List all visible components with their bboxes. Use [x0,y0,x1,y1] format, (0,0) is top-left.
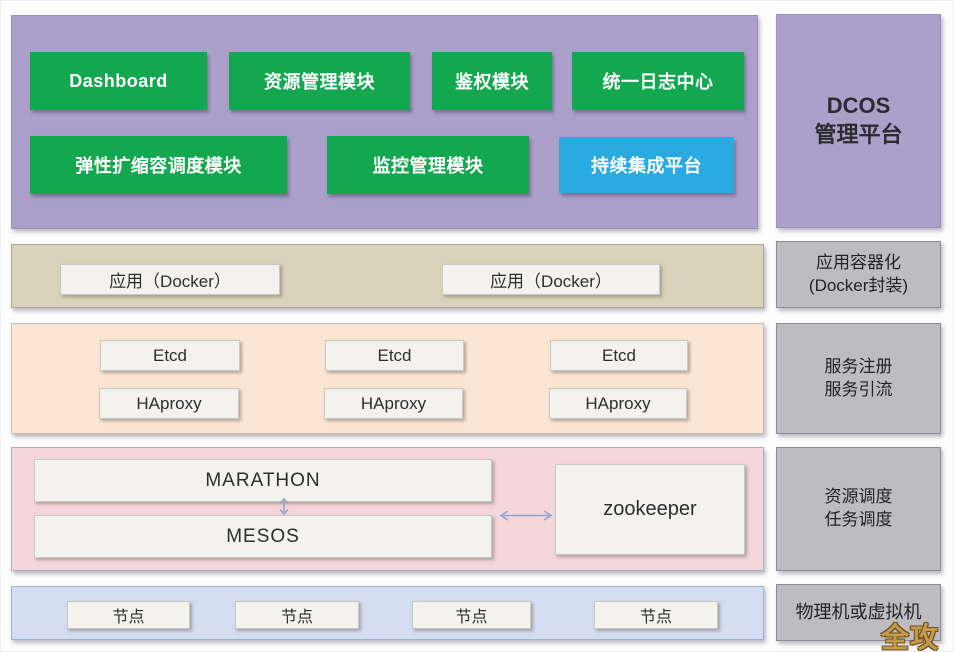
service-registry-layer: Etcd Etcd Etcd HAproxy HAproxy HAproxy [11,323,764,434]
docker-app-box-1: 应用（Docker） [60,264,280,295]
dcos-title-line1: DCOS [826,93,891,119]
dcos-platform-label-panel: DCOS 管理平台 [776,14,941,228]
haproxy-box-2: HAproxy [324,388,463,419]
platform-modules-panel: Dashboard 资源管理模块 鉴权模块 统一日志中心 弹性扩缩容调度模块 监… [11,15,758,229]
node-box-4: 节点 [594,601,718,629]
docker-app-layer: 应用（Docker） 应用（Docker） [11,244,764,308]
docker-layer-side-label: 应用容器化 (Docker封装) [776,241,941,308]
node-box-1: 节点 [67,601,190,629]
node-layer-side-label: 物理机或虚拟机 [776,584,941,641]
etcd-box-1: Etcd [100,340,240,371]
service-layer-side-label: 服务注册 服务引流 [776,323,941,434]
mesos-zookeeper-horizontal-arrow-icon [499,510,553,521]
docker-side-label-line2: (Docker封装) [808,275,909,295]
dcos-title-line2: 管理平台 [814,122,903,147]
node-box-3: 节点 [412,601,531,629]
module-auth: 鉴权模块 [432,52,552,110]
watermark-text: 全攻略 [881,622,940,652]
zookeeper-box: zookeeper [555,464,745,555]
scheduler-side-label-line1: 资源调度 [824,487,893,507]
haproxy-box-3: HAproxy [549,388,687,419]
scheduler-side-label-line2: 任务调度 [824,510,893,529]
module-continuous-integration: 持续集成平台 [559,137,734,193]
service-side-label-line2: 服务引流 [824,379,893,399]
marathon-mesos-vertical-arrow-icon [279,497,289,516]
docker-side-label-line1: 应用容器化 [816,252,901,272]
etcd-box-3: Etcd [550,340,688,371]
node-side-label: 物理机或虚拟机 [795,602,922,623]
module-unified-log-center: 统一日志中心 [572,52,744,110]
node-box-2: 节点 [235,601,359,629]
scheduler-layer-side-label: 资源调度 任务调度 [776,447,941,571]
marathon-box: MARATHON [34,459,492,502]
module-elastic-scaling-scheduler: 弹性扩缩容调度模块 [30,136,287,194]
docker-app-box-2: 应用（Docker） [442,264,660,295]
module-resource-management: 资源管理模块 [229,52,410,110]
haproxy-box-1: HAproxy [99,388,239,419]
module-monitoring-management: 监控管理模块 [327,136,529,194]
module-dashboard: Dashboard [30,52,207,110]
etcd-box-2: Etcd [325,340,464,371]
node-layer: 节点 节点 节点 节点 [11,586,764,640]
mesos-box: MESOS [34,515,492,558]
service-side-label-line1: 服务注册 [824,356,893,376]
scheduler-layer: MARATHON MESOS zookeeper [11,447,764,571]
dcos-platform-title: DCOS 管理平台 [777,15,940,227]
